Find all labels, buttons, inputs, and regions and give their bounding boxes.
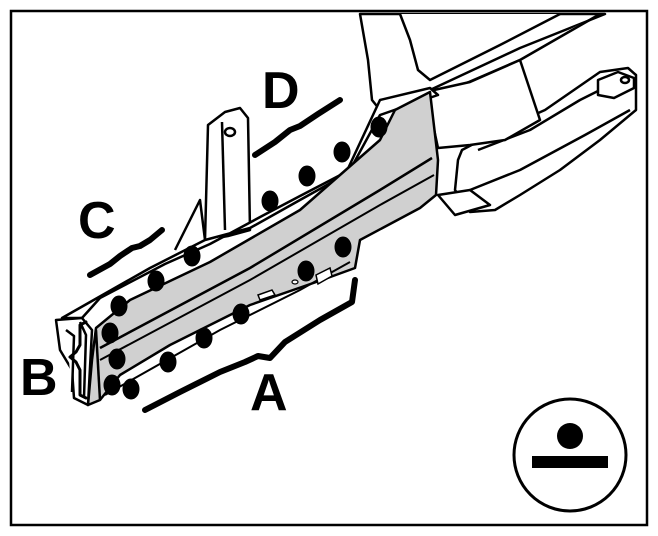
callout-label-c: C bbox=[78, 192, 116, 250]
callout-brackets bbox=[68, 97, 358, 413]
spot-weld bbox=[334, 236, 352, 258]
bracket-c bbox=[87, 227, 165, 278]
callout-label-d: D bbox=[262, 62, 300, 120]
spot-weld bbox=[147, 270, 165, 292]
spot-weld-symbol-icon bbox=[512, 397, 628, 513]
spot-weld bbox=[101, 322, 119, 344]
callout-label-a: A bbox=[250, 364, 288, 422]
spot-weld bbox=[297, 260, 315, 282]
spot-weld bbox=[261, 190, 279, 212]
body-structure bbox=[358, 12, 638, 217]
spot-weld bbox=[183, 245, 201, 267]
spot-weld bbox=[333, 141, 351, 163]
sill-panel bbox=[86, 90, 440, 407]
pillar-bracket bbox=[173, 106, 252, 251]
spot-weld bbox=[108, 348, 126, 370]
spot-weld bbox=[370, 116, 388, 138]
spot-weld bbox=[195, 327, 213, 349]
spot-weld bbox=[159, 351, 177, 373]
spot-welds bbox=[101, 116, 388, 400]
bracket-d bbox=[252, 97, 343, 158]
callout-label-b: B bbox=[20, 349, 58, 407]
spot-weld bbox=[103, 374, 121, 396]
bracket-a bbox=[142, 277, 358, 413]
spot-weld bbox=[298, 165, 316, 187]
spot-weld bbox=[110, 295, 128, 317]
spot-weld bbox=[122, 378, 140, 400]
bracket-b bbox=[68, 320, 88, 400]
spot-weld bbox=[232, 303, 250, 325]
